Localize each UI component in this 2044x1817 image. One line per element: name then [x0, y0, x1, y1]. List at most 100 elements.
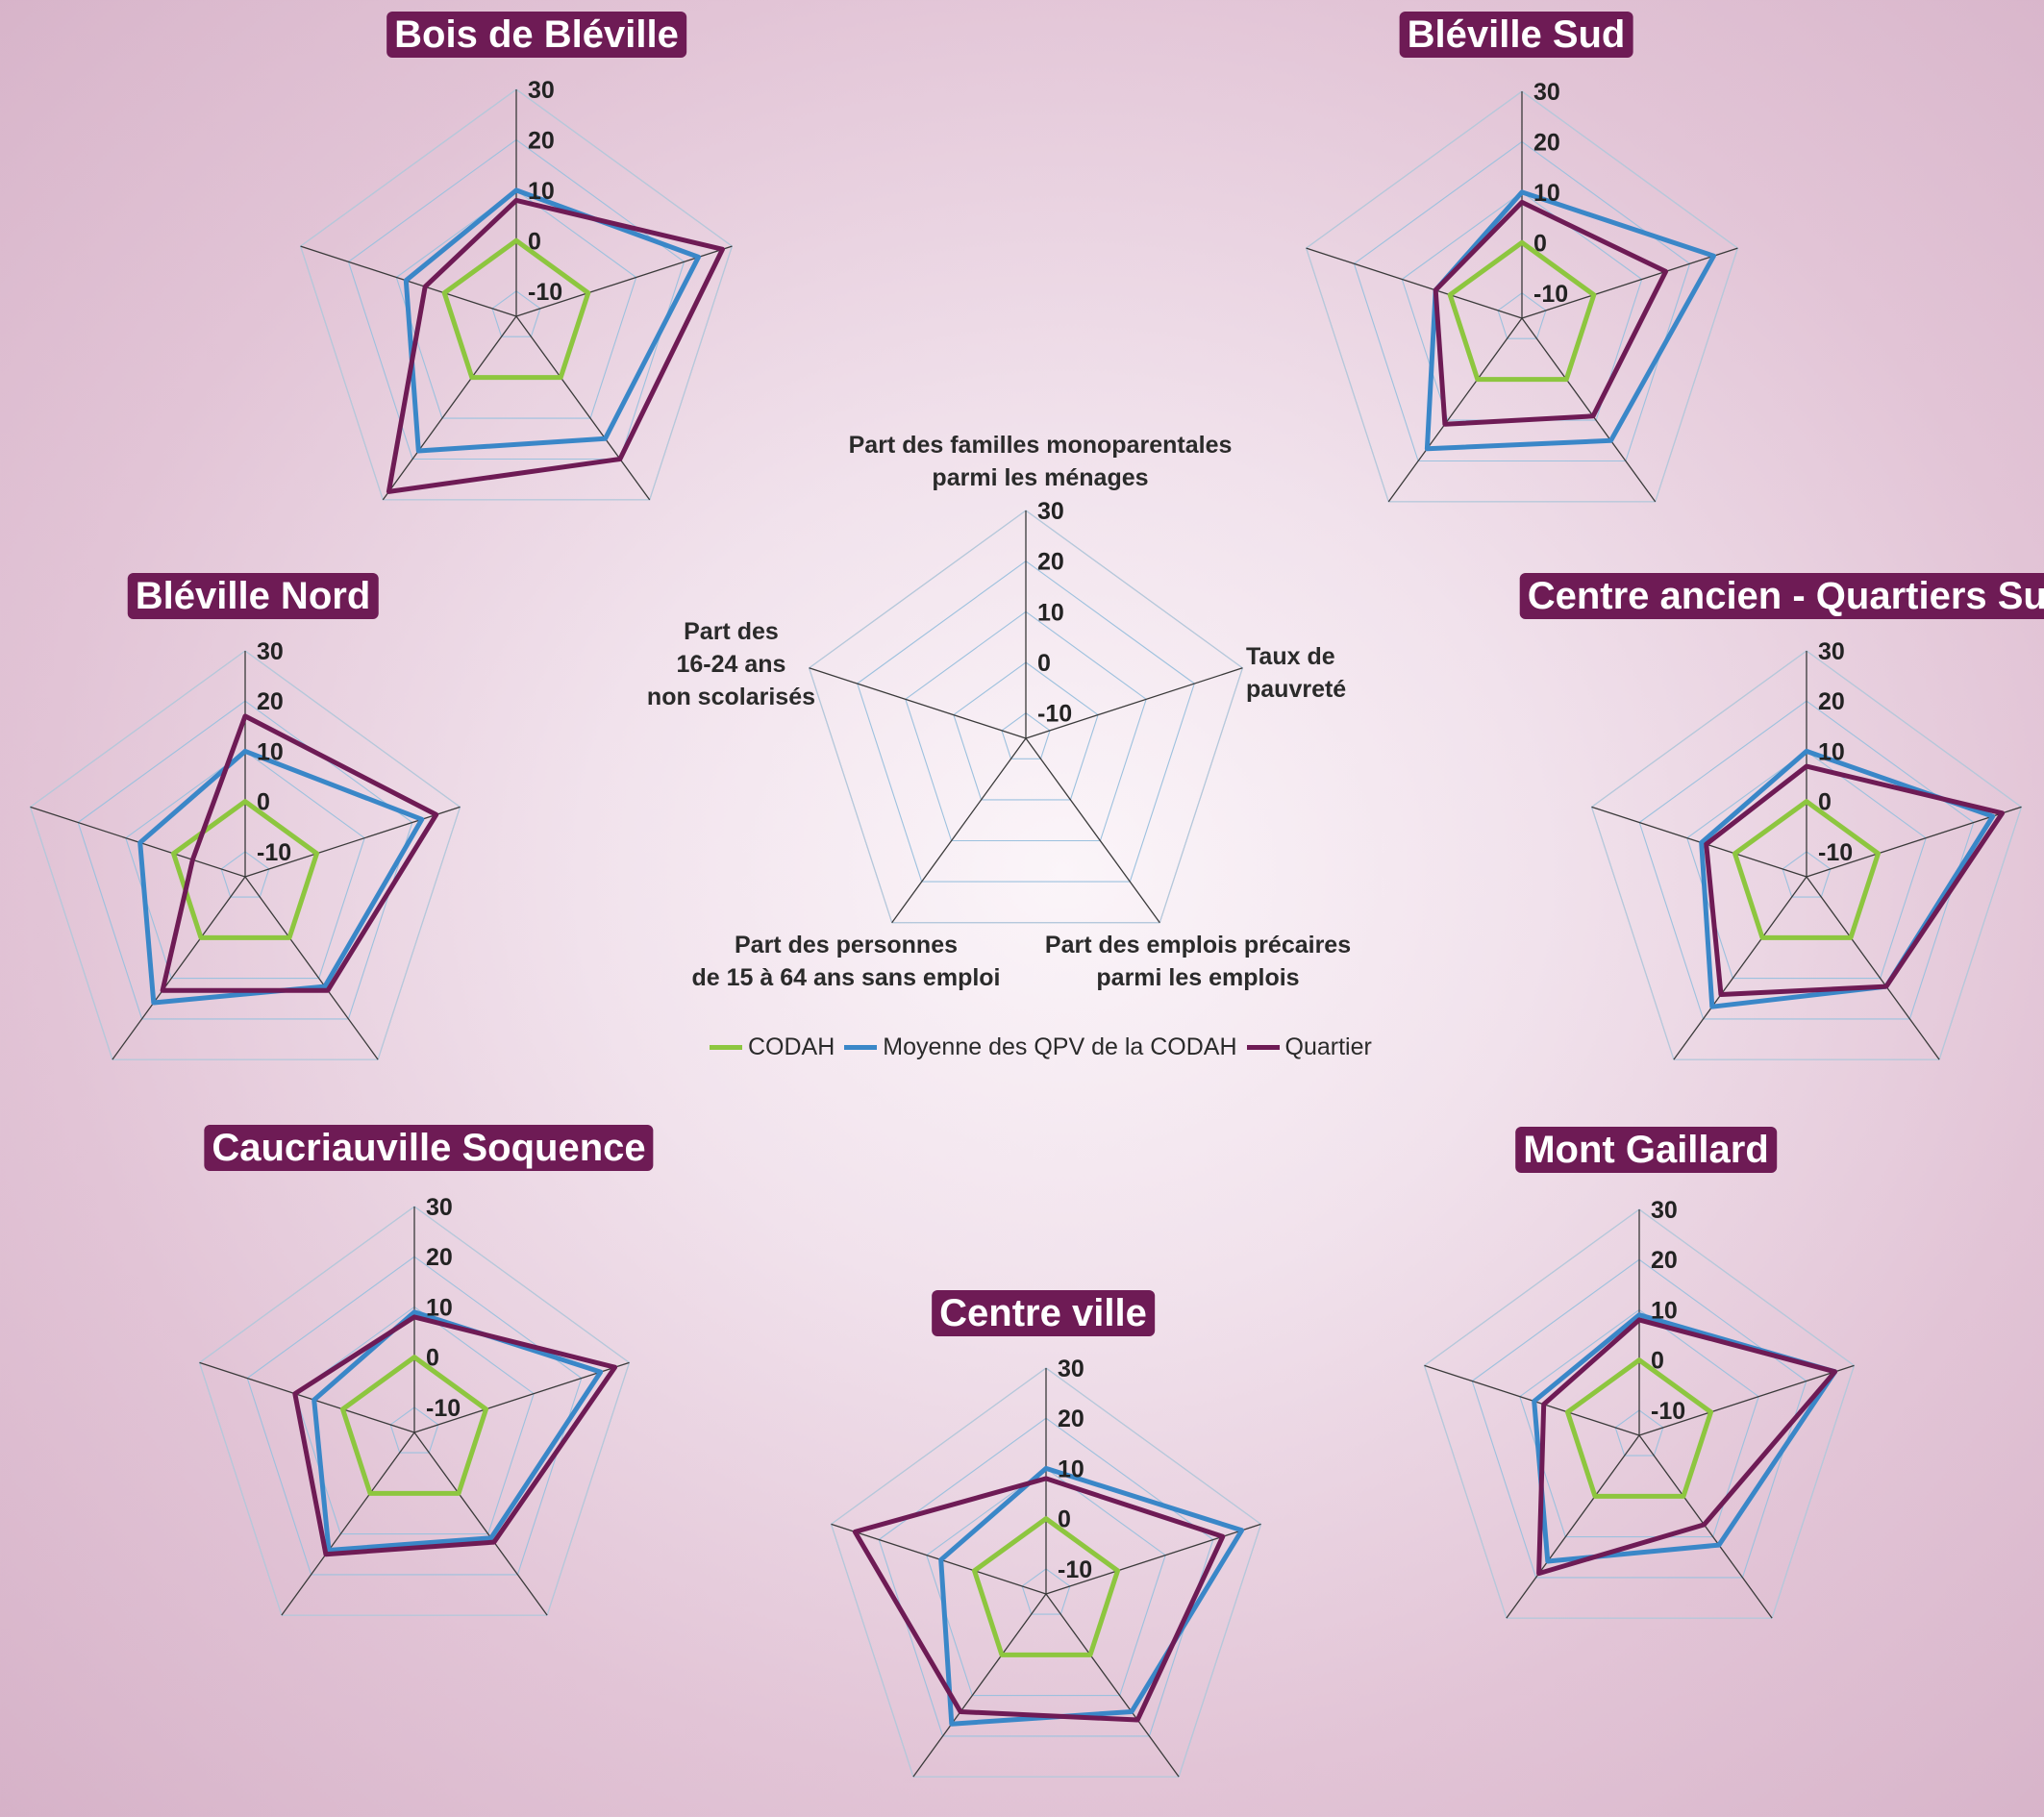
series-quartier — [1536, 1317, 1838, 1577]
grid-ring — [395, 189, 637, 419]
tick-label: 0 — [1533, 230, 1547, 257]
grid-ring-outer — [29, 650, 461, 1060]
tick-label: 10 — [528, 178, 555, 205]
series-codah — [1447, 239, 1597, 383]
series-moyenne-des-qpv-de-la-codah — [1532, 1312, 1838, 1564]
panel-title-centre-ancien-quartiers-sud: Centre ancien - Quartiers Sud — [1519, 573, 2044, 619]
legend-item-quartier: Quartier — [1246, 1033, 1372, 1061]
legend-label-quartier: Quartier — [1284, 1033, 1372, 1060]
tick-label: 10 — [1533, 180, 1560, 207]
tick-label: 30 — [1818, 638, 1845, 665]
axis-spoke — [1806, 876, 1940, 1060]
panel-title-bleville-sud: Bléville Sud — [1399, 12, 1633, 58]
tick-label: -10 — [426, 1395, 461, 1422]
series-quartier — [292, 1314, 618, 1557]
tick-label: 10 — [1651, 1297, 1678, 1324]
axis-spoke — [1025, 737, 1160, 924]
tick-label: 30 — [1058, 1356, 1084, 1382]
tick-label: -10 — [1037, 701, 1072, 728]
tick-label: 20 — [1818, 688, 1845, 715]
grid-ring — [1471, 1258, 1807, 1579]
axis-spoke — [1673, 876, 1807, 1060]
tick-label: 20 — [426, 1244, 453, 1271]
tick-label: 0 — [1818, 789, 1832, 816]
legend-item-moyenne-qpv: Moyenne des QPV de la CODAH — [844, 1033, 1237, 1061]
legend-label-moyenne-qpv: Moyenne des QPV de la CODAH — [883, 1033, 1237, 1060]
series-codah — [972, 1516, 1120, 1657]
tick-label: 0 — [1058, 1506, 1071, 1533]
tick-label: 10 — [257, 738, 284, 765]
axis-spoke — [1638, 1364, 1855, 1436]
grid-ring — [857, 560, 1195, 883]
tick-label: -10 — [1533, 281, 1568, 308]
panel-title-bois-de-bleville: Bois de Bléville — [386, 12, 686, 58]
legend-swatch-quartier — [1246, 1044, 1280, 1050]
tick-label: 20 — [528, 127, 555, 154]
axis-spoke — [112, 876, 246, 1060]
axis-spoke — [413, 1361, 630, 1433]
grid-ring-outer — [299, 88, 734, 501]
axis-spoke — [809, 667, 1027, 739]
axis-spoke — [244, 806, 461, 878]
axis-spoke — [413, 1431, 548, 1616]
tick-label: 0 — [1651, 1348, 1664, 1375]
grid-ring — [1497, 292, 1547, 339]
tick-label: 20 — [1058, 1406, 1084, 1432]
axis-spoke — [1306, 247, 1523, 319]
panel-title-mont-gaillard: Mont Gaillard — [1515, 1127, 1777, 1173]
chart-legend: CODAH Moyenne des QPV de la CODAH Quarti… — [710, 1031, 1382, 1063]
axis-label-monoparentales: Part des familles monoparentales parmi l… — [848, 432, 1233, 491]
legend-swatch-moyenne-qpv — [844, 1044, 878, 1050]
grid-ring-outer — [1305, 90, 1739, 503]
tick-label: -10 — [528, 279, 562, 306]
grid-ring — [491, 290, 541, 337]
tick-label: 30 — [1533, 79, 1560, 106]
axis-label-precaires: Part des emplois précaires parmi les emp… — [1044, 932, 1352, 991]
radar-chart-bl-ville-sud: 30 20 10 0 -10 — [1305, 79, 1739, 503]
grid-ring-outer — [1590, 650, 2023, 1060]
tick-label: -10 — [1058, 1556, 1092, 1583]
series-quartier — [852, 1476, 1226, 1723]
tick-label: 20 — [1533, 129, 1560, 156]
legend-label-codah: CODAH — [748, 1033, 835, 1060]
grid-ring — [1353, 140, 1691, 462]
tick-label: 10 — [426, 1294, 453, 1321]
series-quartier — [160, 713, 439, 993]
legend-item-codah: CODAH — [710, 1033, 835, 1061]
axis-spoke — [891, 737, 1027, 924]
axis-spoke — [382, 315, 517, 501]
series-moyenne-des-qpv-de-la-codah — [403, 187, 701, 454]
tick-label: 30 — [528, 77, 555, 104]
axis-spoke — [1591, 806, 1807, 878]
series-codah — [1565, 1357, 1713, 1499]
series-codah — [171, 799, 319, 940]
grid-ring — [220, 851, 270, 898]
series-codah — [340, 1355, 488, 1496]
axis-spoke — [1521, 317, 1657, 503]
grid-ring — [1614, 1409, 1664, 1456]
grid-ring — [926, 1467, 1166, 1697]
grid-ring-outer — [808, 510, 1244, 924]
tick-label: -10 — [1818, 839, 1853, 866]
grid-ring-outer — [198, 1206, 631, 1616]
grid-ring — [953, 661, 1099, 801]
axis-label-pauvrete: Taux de pauvreté — [1246, 643, 1347, 703]
series-quartier — [1704, 763, 2006, 997]
tick-label: 30 — [1651, 1197, 1678, 1224]
grid-ring — [1519, 1308, 1759, 1538]
series-moyenne-des-qpv-de-la-codah — [1424, 189, 1716, 452]
grid-ring — [1782, 851, 1832, 898]
grid-ring-outer — [1423, 1208, 1856, 1619]
axis-spoke — [281, 1431, 415, 1616]
axis-spoke — [1521, 247, 1738, 319]
axis-spoke — [1506, 1434, 1640, 1619]
series-quartier — [386, 197, 725, 494]
